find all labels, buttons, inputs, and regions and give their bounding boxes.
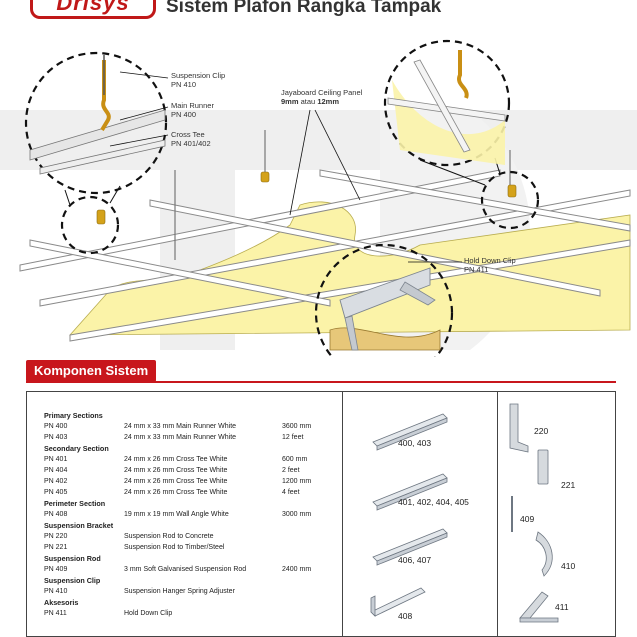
component-pn: PN 402 <box>44 478 68 485</box>
component-group-header: Suspension Clip <box>44 576 101 585</box>
component-group-header: Suspension Rod <box>44 554 101 563</box>
component-size: 12 feet <box>282 434 304 441</box>
part-label-411: 411 <box>555 602 569 612</box>
detail-circles <box>24 39 540 357</box>
component-desc: Suspension Rod to Concrete <box>124 533 214 540</box>
component-desc: Suspension Rod to Timber/Steel <box>124 544 225 551</box>
component-pn: PN 401 <box>44 456 68 463</box>
component-size: 2400 mm <box>282 566 312 573</box>
component-size: 600 mm <box>282 456 308 463</box>
part-label-406: 406, 407 <box>398 555 432 565</box>
component-group-header: Suspension Bracket <box>44 521 114 530</box>
component-pn: PN 221 <box>44 544 68 551</box>
component-pn: PN 403 <box>44 434 68 441</box>
component-pn: PN 411 <box>44 610 67 617</box>
panel-divider-2 <box>497 391 498 637</box>
leader-lines <box>109 71 462 263</box>
component-size: 3600 mm <box>282 423 312 430</box>
component-desc: 3 mm Soft Galvanised Suspension Rod <box>124 566 247 573</box>
rod-clips <box>96 171 517 225</box>
component-desc: 19 mm x 19 mm Wall Angle White <box>124 511 229 518</box>
part-410-drawing <box>535 531 553 577</box>
component-group-header: Aksesoris <box>44 598 79 607</box>
section-divider <box>26 381 616 383</box>
hold-down-detail <box>329 267 441 351</box>
component-size: 2 feet <box>282 467 300 474</box>
part-label-408: 408 <box>398 611 413 621</box>
component-group-header: Primary Sections <box>44 411 103 420</box>
component-desc: 24 mm x 26 mm Cross Tee White <box>124 456 228 463</box>
component-size: 1200 mm <box>282 478 312 485</box>
part-label-221: 221 <box>561 480 576 490</box>
component-desc: 24 mm x 26 mm Cross Tee White <box>124 478 228 485</box>
component-pn: PN 410 <box>44 588 68 595</box>
component-group-header: Perimeter Section <box>44 499 106 508</box>
panel-divider-1 <box>342 391 343 637</box>
label-ceiling-panel: Jayaboard Ceiling Panel 9mm atau 12mm <box>281 88 363 106</box>
watermark <box>0 110 637 350</box>
parts-illustrations-col2 <box>509 403 559 623</box>
part-label-220: 220 <box>534 426 549 436</box>
brand-logo: Drisys <box>30 0 156 19</box>
part-411-drawing <box>519 591 549 619</box>
component-desc: 24 mm x 26 mm Cross Tee White <box>124 489 228 496</box>
component-pn: PN 400 <box>44 423 68 430</box>
right-detail <box>387 50 506 165</box>
left-detail <box>29 55 166 175</box>
component-desc: 24 mm x 26 mm Cross Tee White <box>124 467 228 474</box>
parts-illustrations-col1 <box>370 413 448 617</box>
ceiling-system-illustration <box>0 39 637 357</box>
component-pn: PN 404 <box>44 467 68 474</box>
component-size: 3000 mm <box>282 511 312 518</box>
suspension-rods <box>174 130 511 260</box>
component-size: 4 feet <box>282 489 300 496</box>
component-pn: PN 405 <box>44 489 68 496</box>
part-label-401: 401, 402, 404, 405 <box>398 497 469 507</box>
part-220-drawing <box>509 403 529 453</box>
part-221-drawing <box>537 449 549 485</box>
part-label-410: 410 <box>561 561 576 571</box>
part-label-409: 409 <box>520 514 535 524</box>
grid-rails <box>19 169 631 342</box>
component-pn: PN 408 <box>44 511 68 518</box>
component-pn: PN 220 <box>44 533 68 540</box>
circle-connectors <box>64 157 501 206</box>
section-title: Komponen Sistem <box>26 360 157 382</box>
part-label-400: 400, 403 <box>398 438 432 448</box>
page-title: Sistem Plafon Rangka Tampak <box>166 0 442 17</box>
component-desc: Hold Down Clip <box>124 610 173 617</box>
component-pn: PN 409 <box>44 566 68 573</box>
component-desc: Suspension Hanger Spring Adjuster <box>124 588 235 595</box>
component-desc: 24 mm x 33 mm Main Runner White <box>124 434 237 441</box>
component-group-header: Secondary Section <box>44 444 109 453</box>
component-desc: 24 mm x 33 mm Main Runner White <box>124 423 237 430</box>
